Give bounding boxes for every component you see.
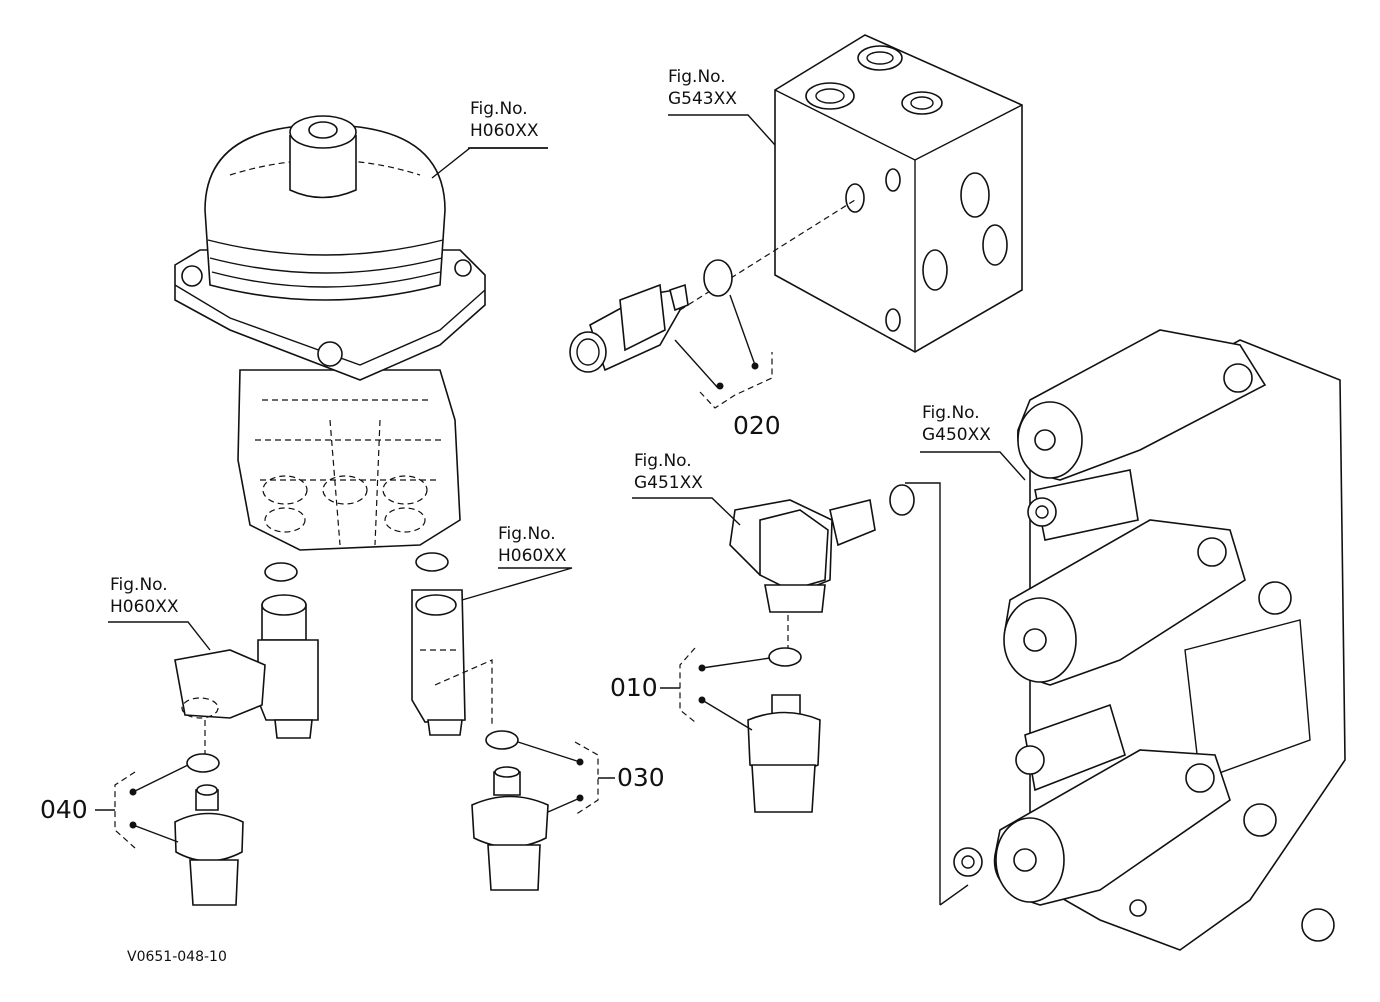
fig-ref-label: Fig.No. [634,451,692,471]
fig-ref-number: H060XX [498,546,567,566]
adapter-right [411,589,466,736]
pressure-sensor-040 [174,784,244,906]
pilot-valve-assembly [174,115,486,551]
fig-ref-label: Fig.No. [668,67,726,87]
drawing-code: V0651-048-10 [127,949,227,965]
fig-ref-number: G543XX [668,89,737,109]
fig-ref-number: G450XX [922,425,991,445]
pressure-sensor-010 [747,694,821,813]
fig-ref-label: Fig.No. [498,524,556,544]
part-number-020: 020 [733,411,781,440]
fig-ref-g451xx: Fig.No. G451XX [634,450,703,494]
part-number-010: 010 [610,673,658,702]
fig-ref-number: H060XX [470,121,539,141]
fig-ref-g543xx: Fig.No. G543XX [668,66,737,110]
pressure-sensor-030 [471,766,549,891]
elbow-fitting-g451xx [729,484,915,613]
fig-ref-h060xx-right: Fig.No. H060XX [498,523,567,567]
part-number-030: 030 [617,763,665,792]
fig-ref-label: Fig.No. [110,575,168,595]
fig-ref-g450xx: Fig.No. G450XX [922,402,991,446]
pressure-sensor-020 [569,259,733,373]
manifold-block [774,34,1023,353]
fig-ref-number: G451XX [634,473,703,493]
fig-ref-label: Fig.No. [470,99,528,119]
fig-ref-label: Fig.No. [922,403,980,423]
fig-ref-h060xx-top: Fig.No. H060XX [470,98,539,142]
fig-ref-number: H060XX [110,597,179,617]
part-number-040: 040 [40,795,88,824]
adapter-left [174,594,319,739]
fig-ref-h060xx-left: Fig.No. H060XX [110,574,179,618]
control-valve-assembly [953,329,1346,951]
